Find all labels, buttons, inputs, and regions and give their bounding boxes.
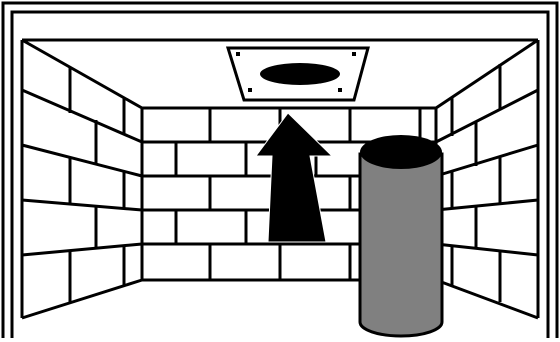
left-wall [22, 40, 142, 318]
ceiling-hatch-icon[interactable] [228, 48, 368, 100]
pillar-icon[interactable] [360, 135, 442, 336]
right-wall [436, 40, 538, 318]
